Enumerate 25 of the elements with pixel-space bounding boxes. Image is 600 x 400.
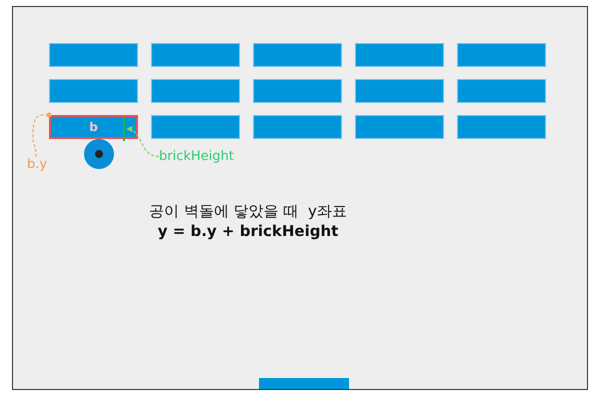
brick <box>253 79 342 103</box>
brick <box>355 115 444 139</box>
formula-text: y = b.y + brickHeight <box>156 222 340 240</box>
paddle <box>259 378 349 390</box>
annotation-label: b.y <box>27 157 48 172</box>
brick <box>49 79 138 103</box>
brick <box>151 79 240 103</box>
brick <box>457 79 546 103</box>
annotation-label: brickHeight <box>159 149 234 164</box>
brick <box>253 43 342 67</box>
ball <box>84 139 114 169</box>
leader-line <box>126 126 160 158</box>
brick <box>457 115 546 139</box>
height-marker <box>123 117 125 141</box>
brick <box>355 43 444 67</box>
brick <box>355 79 444 103</box>
brick <box>151 43 240 67</box>
brick-name: b <box>89 120 98 134</box>
brick <box>253 115 342 139</box>
leader-line <box>32 112 52 158</box>
brick <box>457 43 546 67</box>
description-text: 공이 벽돌에 닿았을 때 y좌표 <box>148 202 348 221</box>
brick <box>49 43 138 67</box>
brick <box>151 115 240 139</box>
brick <box>49 115 138 139</box>
